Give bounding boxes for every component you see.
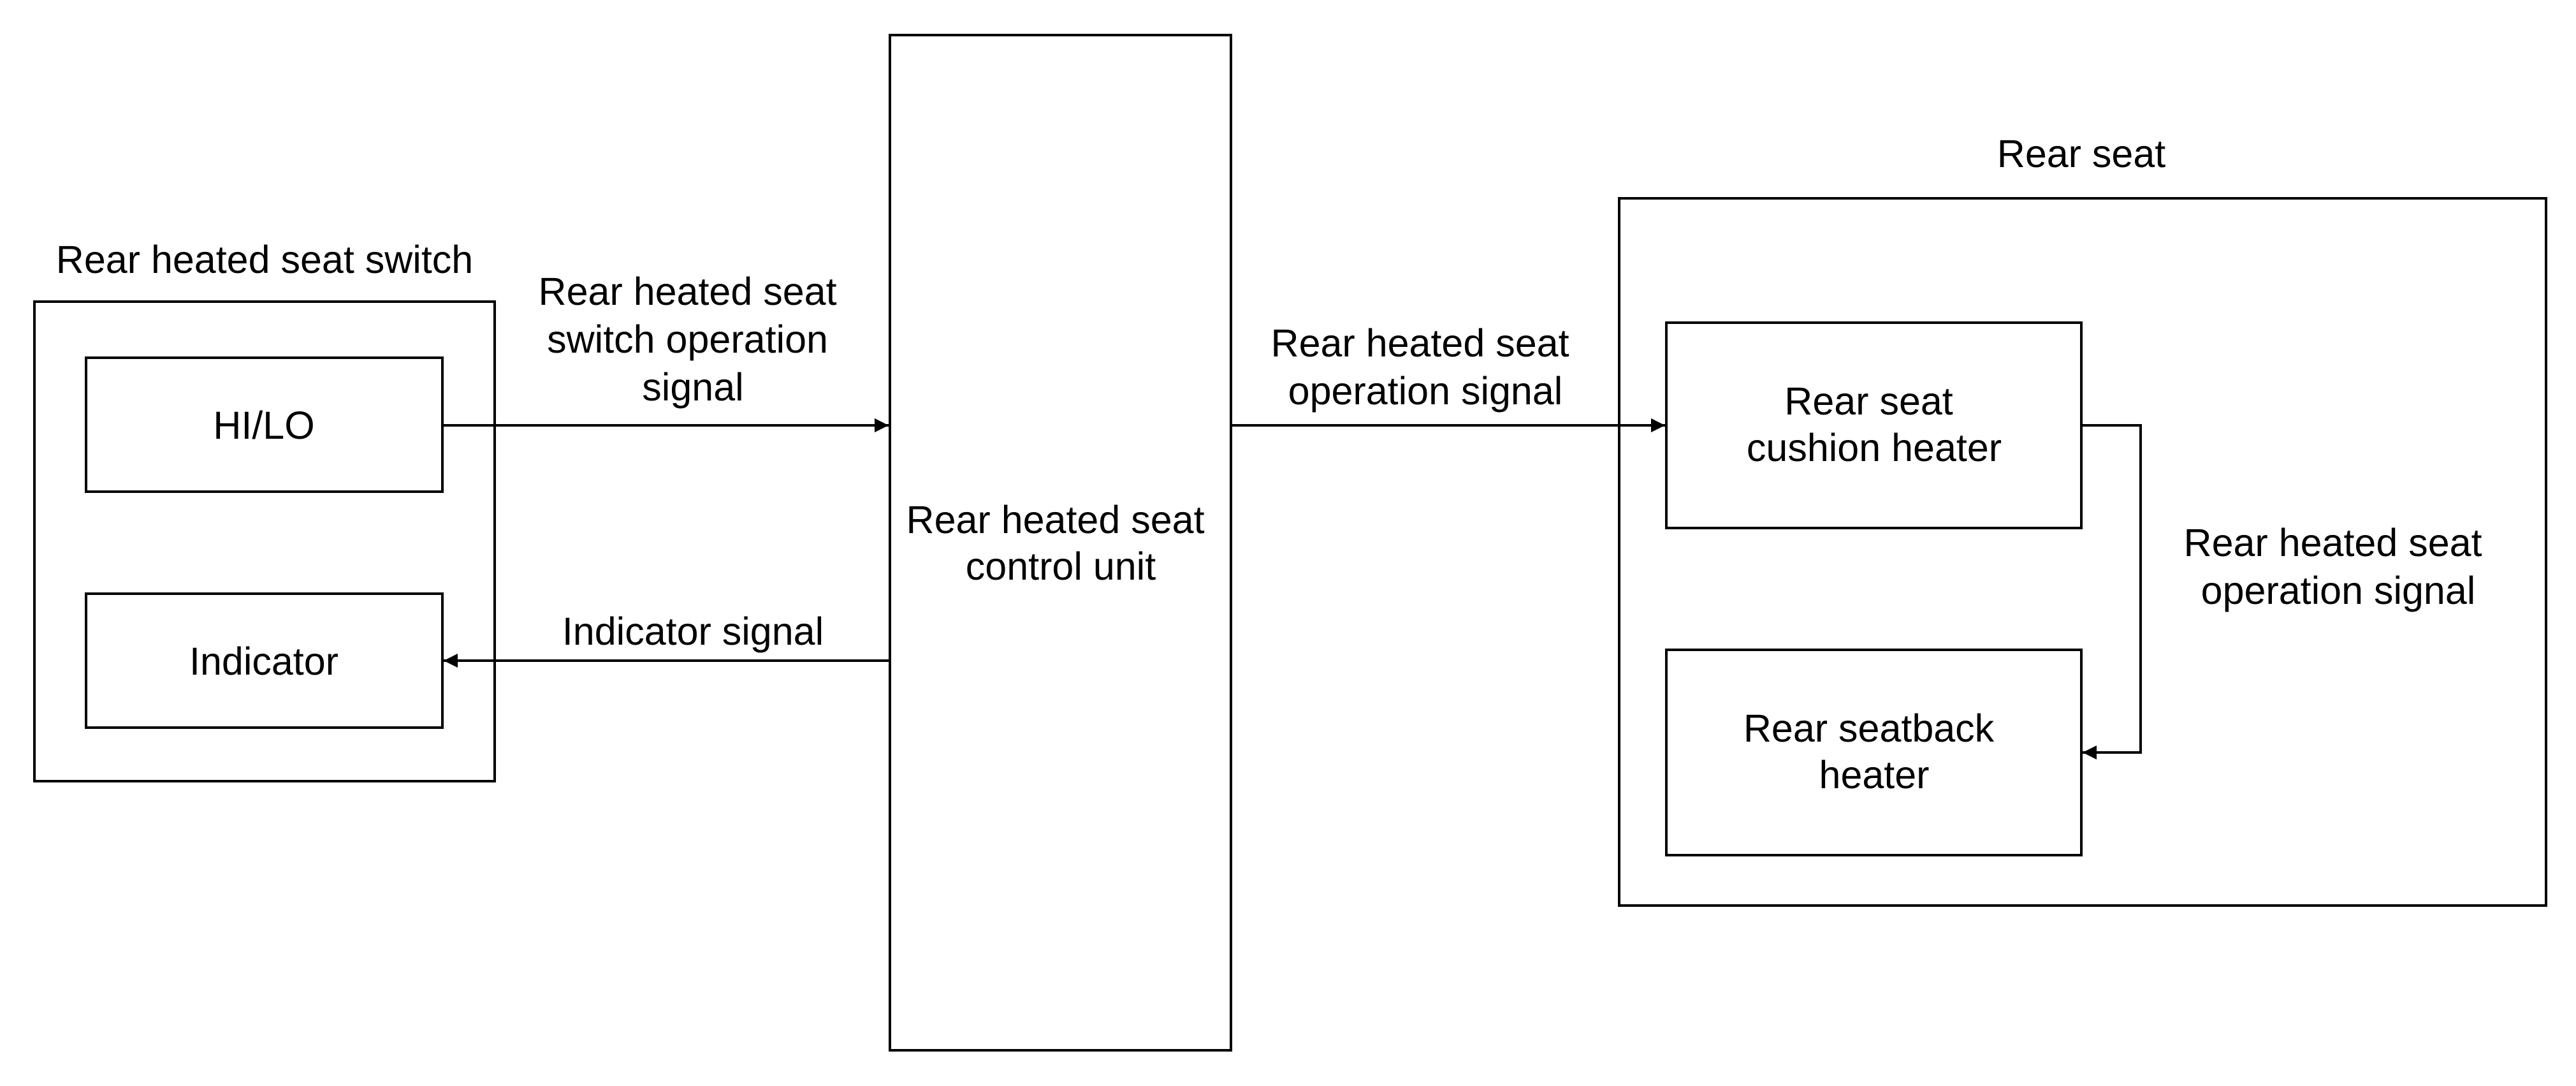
rear-seat-title: Rear seat — [1997, 132, 2166, 175]
switch-operation-signal-line3: signal — [642, 365, 743, 409]
rear-seat-group: Rear seat Rear seat cushion heater Rear … — [1618, 132, 2547, 907]
switch-operation-signal-label: Rear heated seat switch operation signal — [539, 270, 848, 409]
internal-operation-arrow — [2081, 424, 2142, 759]
seat-operation-signal-line1: Rear heated seat — [1271, 321, 1569, 365]
cushion-heater-label: Rear seat cushion heater — [1747, 379, 2002, 469]
switch-group-title: Rear heated seat switch — [56, 238, 473, 281]
seatback-heater-box[interactable] — [1665, 649, 2083, 856]
seat-operation-signal-label: Rear heated seat operation signal — [1271, 321, 1580, 413]
hilo-label: HI/LO — [213, 404, 314, 447]
cushion-heater-label-line1: Rear seat — [1784, 379, 1953, 423]
indicator-signal-label: Indicator signal — [562, 610, 824, 653]
switch-operation-signal-line1: Rear heated seat — [539, 270, 837, 313]
seatback-heater-label-line1: Rear seatback — [1743, 707, 1995, 750]
control-unit-label-line2: control unit — [966, 545, 1156, 588]
switch-operation-signal-line2: switch operation — [547, 318, 828, 361]
seatback-heater-label: Rear seatback heater — [1743, 707, 2005, 796]
control-unit-box[interactable] — [889, 34, 1232, 1052]
indicator-label: Indicator — [189, 640, 338, 683]
internal-operation-signal-label: Rear heated seat operation signal — [2184, 521, 2493, 612]
switch-group: Rear heated seat switch HI/LO Indicator — [33, 238, 496, 782]
cushion-heater-box[interactable] — [1665, 321, 2083, 529]
seat-operation-signal-line2: operation signal — [1288, 369, 1563, 413]
cushion-heater-label-line2: cushion heater — [1747, 426, 2002, 469]
control-unit-label-line1: Rear heated seat — [906, 498, 1205, 541]
internal-operation-signal-line2: operation signal — [2201, 569, 2476, 612]
rear-seat-box — [1618, 197, 2547, 907]
control-unit: Rear heated seat control unit — [889, 34, 1232, 1052]
seatback-heater-label-line2: heater — [1819, 753, 1930, 796]
internal-operation-signal-line1: Rear heated seat — [2184, 521, 2482, 564]
indicator-box[interactable] — [85, 592, 444, 729]
switch-group-box — [33, 300, 496, 782]
control-unit-label: Rear heated seat control unit — [906, 498, 1216, 588]
